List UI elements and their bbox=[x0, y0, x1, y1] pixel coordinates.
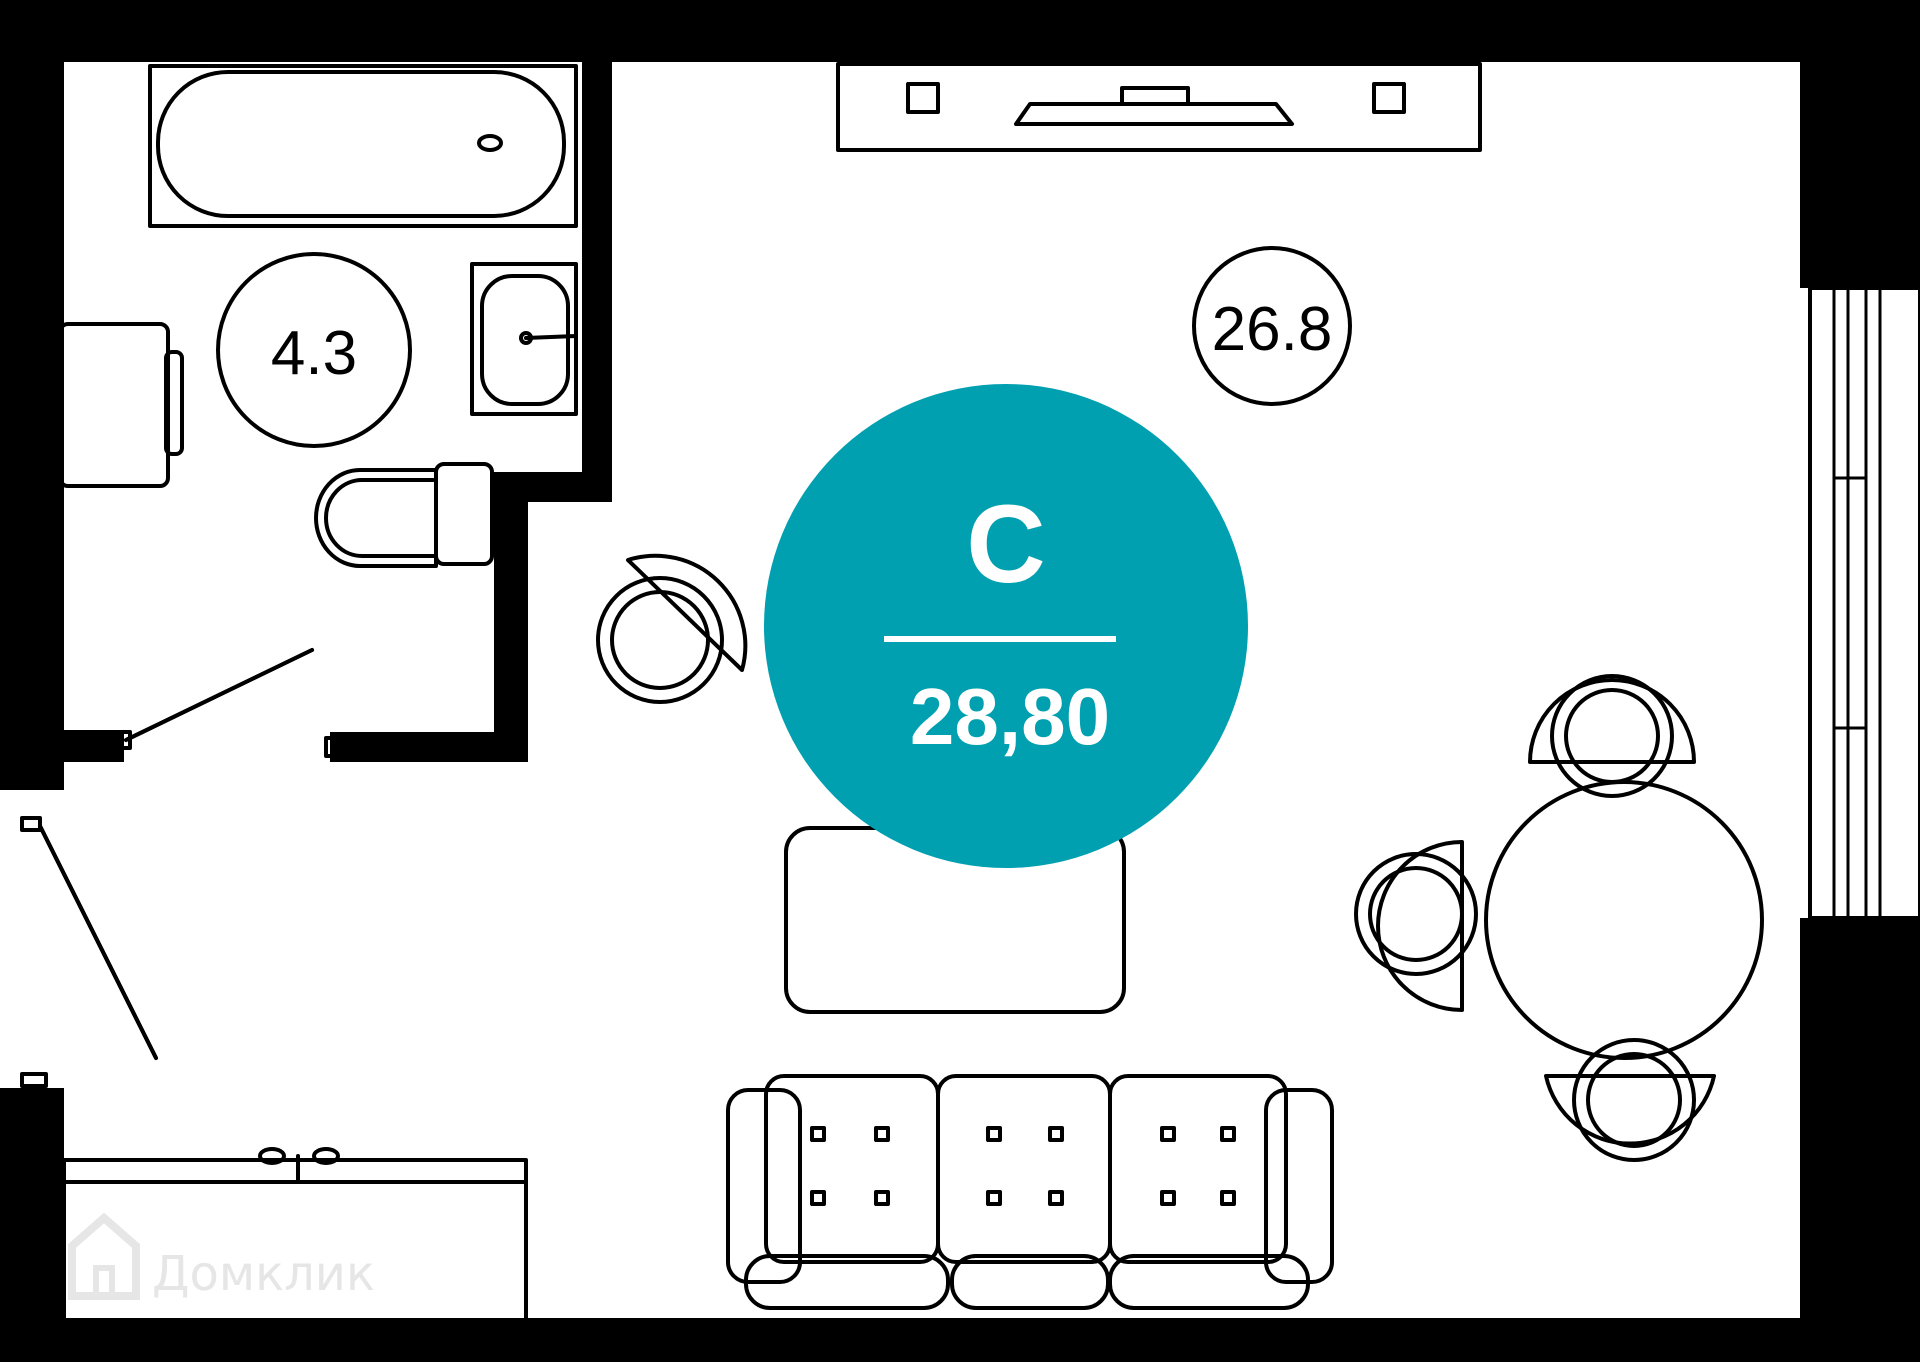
dining-table bbox=[1484, 780, 1764, 1060]
badge-divider bbox=[884, 636, 1116, 642]
watermark: Домклик bbox=[68, 1212, 375, 1302]
living-room-area: 26.8 bbox=[1212, 295, 1333, 364]
window bbox=[1808, 286, 1920, 920]
washbasin bbox=[470, 262, 578, 416]
apartment-type-badge: С 28,80 bbox=[764, 384, 1248, 868]
bathroom-area-badge: 4.3 bbox=[216, 252, 412, 448]
kitchen-counter bbox=[62, 1147, 528, 1322]
bathtub bbox=[148, 64, 578, 228]
total-area: 28,80 bbox=[910, 672, 1110, 761]
bathroom-area: 4.3 bbox=[271, 319, 357, 388]
bathroom-door bbox=[60, 648, 338, 758]
sofa-buttons bbox=[810, 1126, 1236, 1206]
watermark-text: Домклик bbox=[152, 1246, 375, 1302]
dining-chair-bottom bbox=[1544, 1038, 1716, 1162]
tv-stand bbox=[836, 62, 1482, 152]
entrance-door bbox=[20, 816, 158, 1088]
toilet bbox=[314, 462, 494, 568]
house-icon bbox=[68, 1212, 140, 1300]
dining-chair-top bbox=[1528, 674, 1696, 798]
badge-background bbox=[764, 384, 1248, 868]
dining-chair-left bbox=[1354, 840, 1478, 1012]
armchair-round bbox=[596, 553, 748, 704]
apartment-type-letter: С bbox=[966, 483, 1045, 606]
sofa bbox=[726, 1074, 1334, 1310]
living-room-area-badge: 26.8 bbox=[1192, 246, 1352, 406]
washing-machine bbox=[58, 322, 184, 488]
